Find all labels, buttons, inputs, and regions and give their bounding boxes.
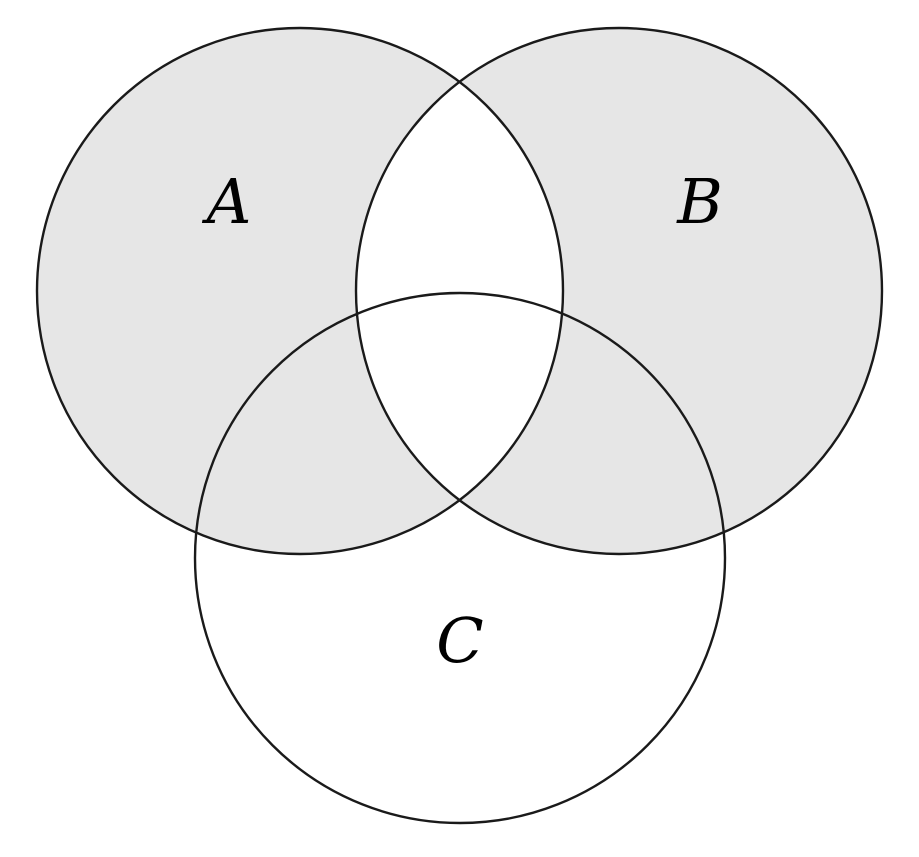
set-label-a: A (202, 165, 252, 238)
set-circle-b[interactable] (354, 26, 884, 556)
circle-outline-layer (35, 26, 884, 825)
set-circle-c[interactable] (193, 291, 727, 825)
set-circle-a[interactable] (35, 26, 565, 556)
set-label-b: B (676, 165, 723, 238)
set-label-c: C (436, 604, 483, 677)
set-label-layer: A B C (202, 165, 723, 677)
